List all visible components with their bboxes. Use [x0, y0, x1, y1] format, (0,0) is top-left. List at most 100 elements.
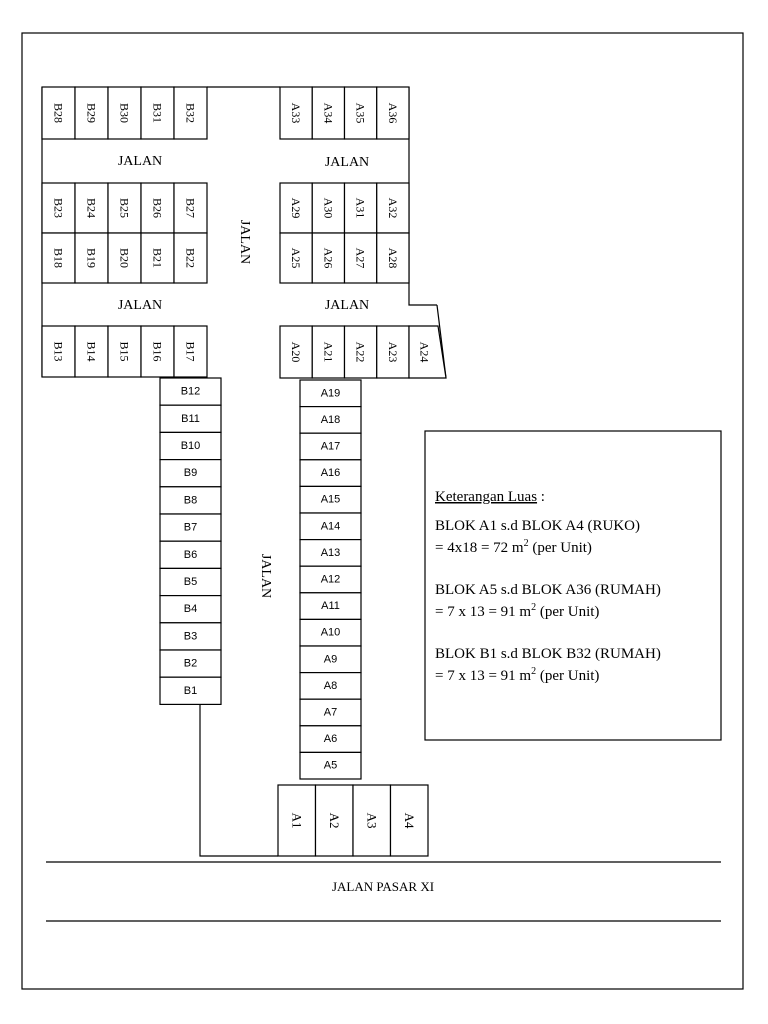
lot-a34: A34 — [311, 86, 346, 140]
legend-entry-2-sup: 2 — [531, 602, 536, 613]
lot-a22: A22 — [343, 325, 378, 379]
lot-outline — [107, 232, 142, 284]
legend-entry-2-area: = 7 x 13 = 91 m2 (per Unit) — [435, 602, 599, 620]
lot-b4: B4 — [159, 594, 222, 624]
lot-b29: B29 — [74, 86, 109, 140]
lot-label: A17 — [321, 441, 341, 453]
lot-label: A7 — [324, 707, 337, 719]
lot-label: A31 — [354, 198, 368, 219]
lot-label: B17 — [184, 341, 198, 361]
legend: Keterangan Luas : BLOK A1 s.d BLOK A4 (R… — [424, 430, 722, 741]
lot-label: B27 — [184, 198, 198, 218]
lot-label: B26 — [151, 198, 165, 218]
lot-outline — [376, 325, 410, 379]
lot-label: B4 — [184, 603, 197, 615]
lot-outline — [159, 486, 222, 515]
lot-b8: B8 — [159, 486, 222, 515]
lot-outline — [389, 784, 429, 857]
lot-outline — [159, 594, 222, 624]
lot-outline — [279, 86, 313, 140]
lot-label: B7 — [184, 522, 197, 534]
lot-b2: B2 — [159, 649, 222, 678]
lot-b26: B26 — [140, 182, 175, 234]
lot-a16: A16 — [299, 459, 362, 487]
lot-b6: B6 — [159, 540, 222, 570]
lot-outline — [159, 540, 222, 570]
lot-outline — [299, 379, 362, 408]
lot-outline — [311, 325, 346, 379]
lot-outline — [277, 784, 317, 857]
lot-outline — [159, 676, 222, 706]
legend-entry-3-area: = 7 x 13 = 91 m2 (per Unit) — [435, 666, 599, 684]
lot-b30: B30 — [107, 86, 142, 140]
lot-label: A18 — [321, 414, 341, 426]
legend-entry-3-area-text: = 7 x 13 = 91 m — [435, 668, 531, 684]
lot-a1: A1 — [277, 784, 317, 857]
lot-outline — [74, 86, 109, 140]
lot-a32: A32 — [376, 182, 410, 234]
lot-a18: A18 — [299, 406, 362, 434]
lot-label: B5 — [184, 576, 197, 588]
lot-label: A13 — [321, 547, 341, 559]
lot-label: B8 — [184, 494, 197, 506]
lot-label: B2 — [184, 658, 197, 670]
lot-a21: A21 — [311, 325, 346, 379]
lot-a35: A35 — [343, 86, 378, 140]
lot-b22: B22 — [173, 232, 208, 284]
lot-outline — [173, 182, 208, 234]
lot-outline — [74, 232, 109, 284]
lot-b25: B25 — [107, 182, 142, 234]
lot-label: B22 — [184, 248, 198, 268]
lot-label: B18 — [52, 248, 66, 268]
lot-b23: B23 — [41, 182, 76, 234]
road-label-center-vertical-bottom: JALAN — [258, 554, 273, 598]
lot-b31: B31 — [140, 86, 175, 140]
lot-b9: B9 — [159, 459, 222, 488]
lot-label: A16 — [321, 467, 341, 479]
lot-label: B21 — [151, 248, 165, 268]
lot-outline — [376, 86, 410, 140]
lot-outline — [299, 751, 362, 780]
road-label-top-left: JALAN — [118, 154, 162, 169]
lot-label: A15 — [321, 494, 341, 506]
lot-b14: B14 — [74, 325, 109, 378]
legend-title-text: Keterangan Luas — [435, 489, 537, 505]
lot-label: B14 — [85, 341, 99, 361]
lot-outline — [41, 232, 76, 284]
lot-outline — [107, 325, 142, 378]
lot-label: B11 — [181, 413, 200, 425]
lot-label: A2 — [327, 813, 342, 829]
lot-label: B25 — [118, 198, 132, 218]
lot-label: A32 — [386, 198, 400, 219]
lot-a29: A29 — [279, 182, 313, 234]
lot-label: A36 — [386, 103, 400, 124]
legend-entry-3-unit: (per Unit) — [536, 668, 599, 684]
lot-b13: B13 — [41, 325, 76, 378]
lot-a20: A20 — [279, 325, 313, 379]
legend-entry-1-label: BLOK A1 s.d BLOK A4 (RUKO) — [435, 518, 640, 534]
legend-entry-2-unit: (per Unit) — [536, 604, 599, 620]
lot-label: A21 — [321, 342, 335, 363]
lot-a23: A23 — [376, 325, 410, 379]
lot-outline — [299, 725, 362, 753]
lot-label: B28 — [52, 103, 66, 123]
lot-label: B31 — [151, 103, 165, 123]
lot-outline — [408, 325, 447, 379]
lot-label: B10 — [181, 440, 201, 452]
lot-a5: A5 — [299, 751, 362, 780]
lot-b18: B18 — [41, 232, 76, 284]
lot-label: B19 — [85, 248, 99, 268]
lot-b17: B17 — [173, 325, 208, 378]
lot-outline — [299, 406, 362, 434]
lot-b16: B16 — [140, 325, 175, 378]
lot-label: B1 — [184, 685, 197, 697]
lot-label: A27 — [354, 248, 368, 269]
lot-outline — [352, 784, 392, 857]
lot-outline — [279, 325, 313, 379]
lot-b1: B1 — [159, 676, 222, 706]
lot-label: B15 — [118, 341, 132, 361]
legend-entry-1-area: = 4x18 = 72 m2 (per Unit) — [435, 538, 592, 556]
lot-outline — [299, 432, 362, 461]
lot-label: A26 — [321, 248, 335, 269]
